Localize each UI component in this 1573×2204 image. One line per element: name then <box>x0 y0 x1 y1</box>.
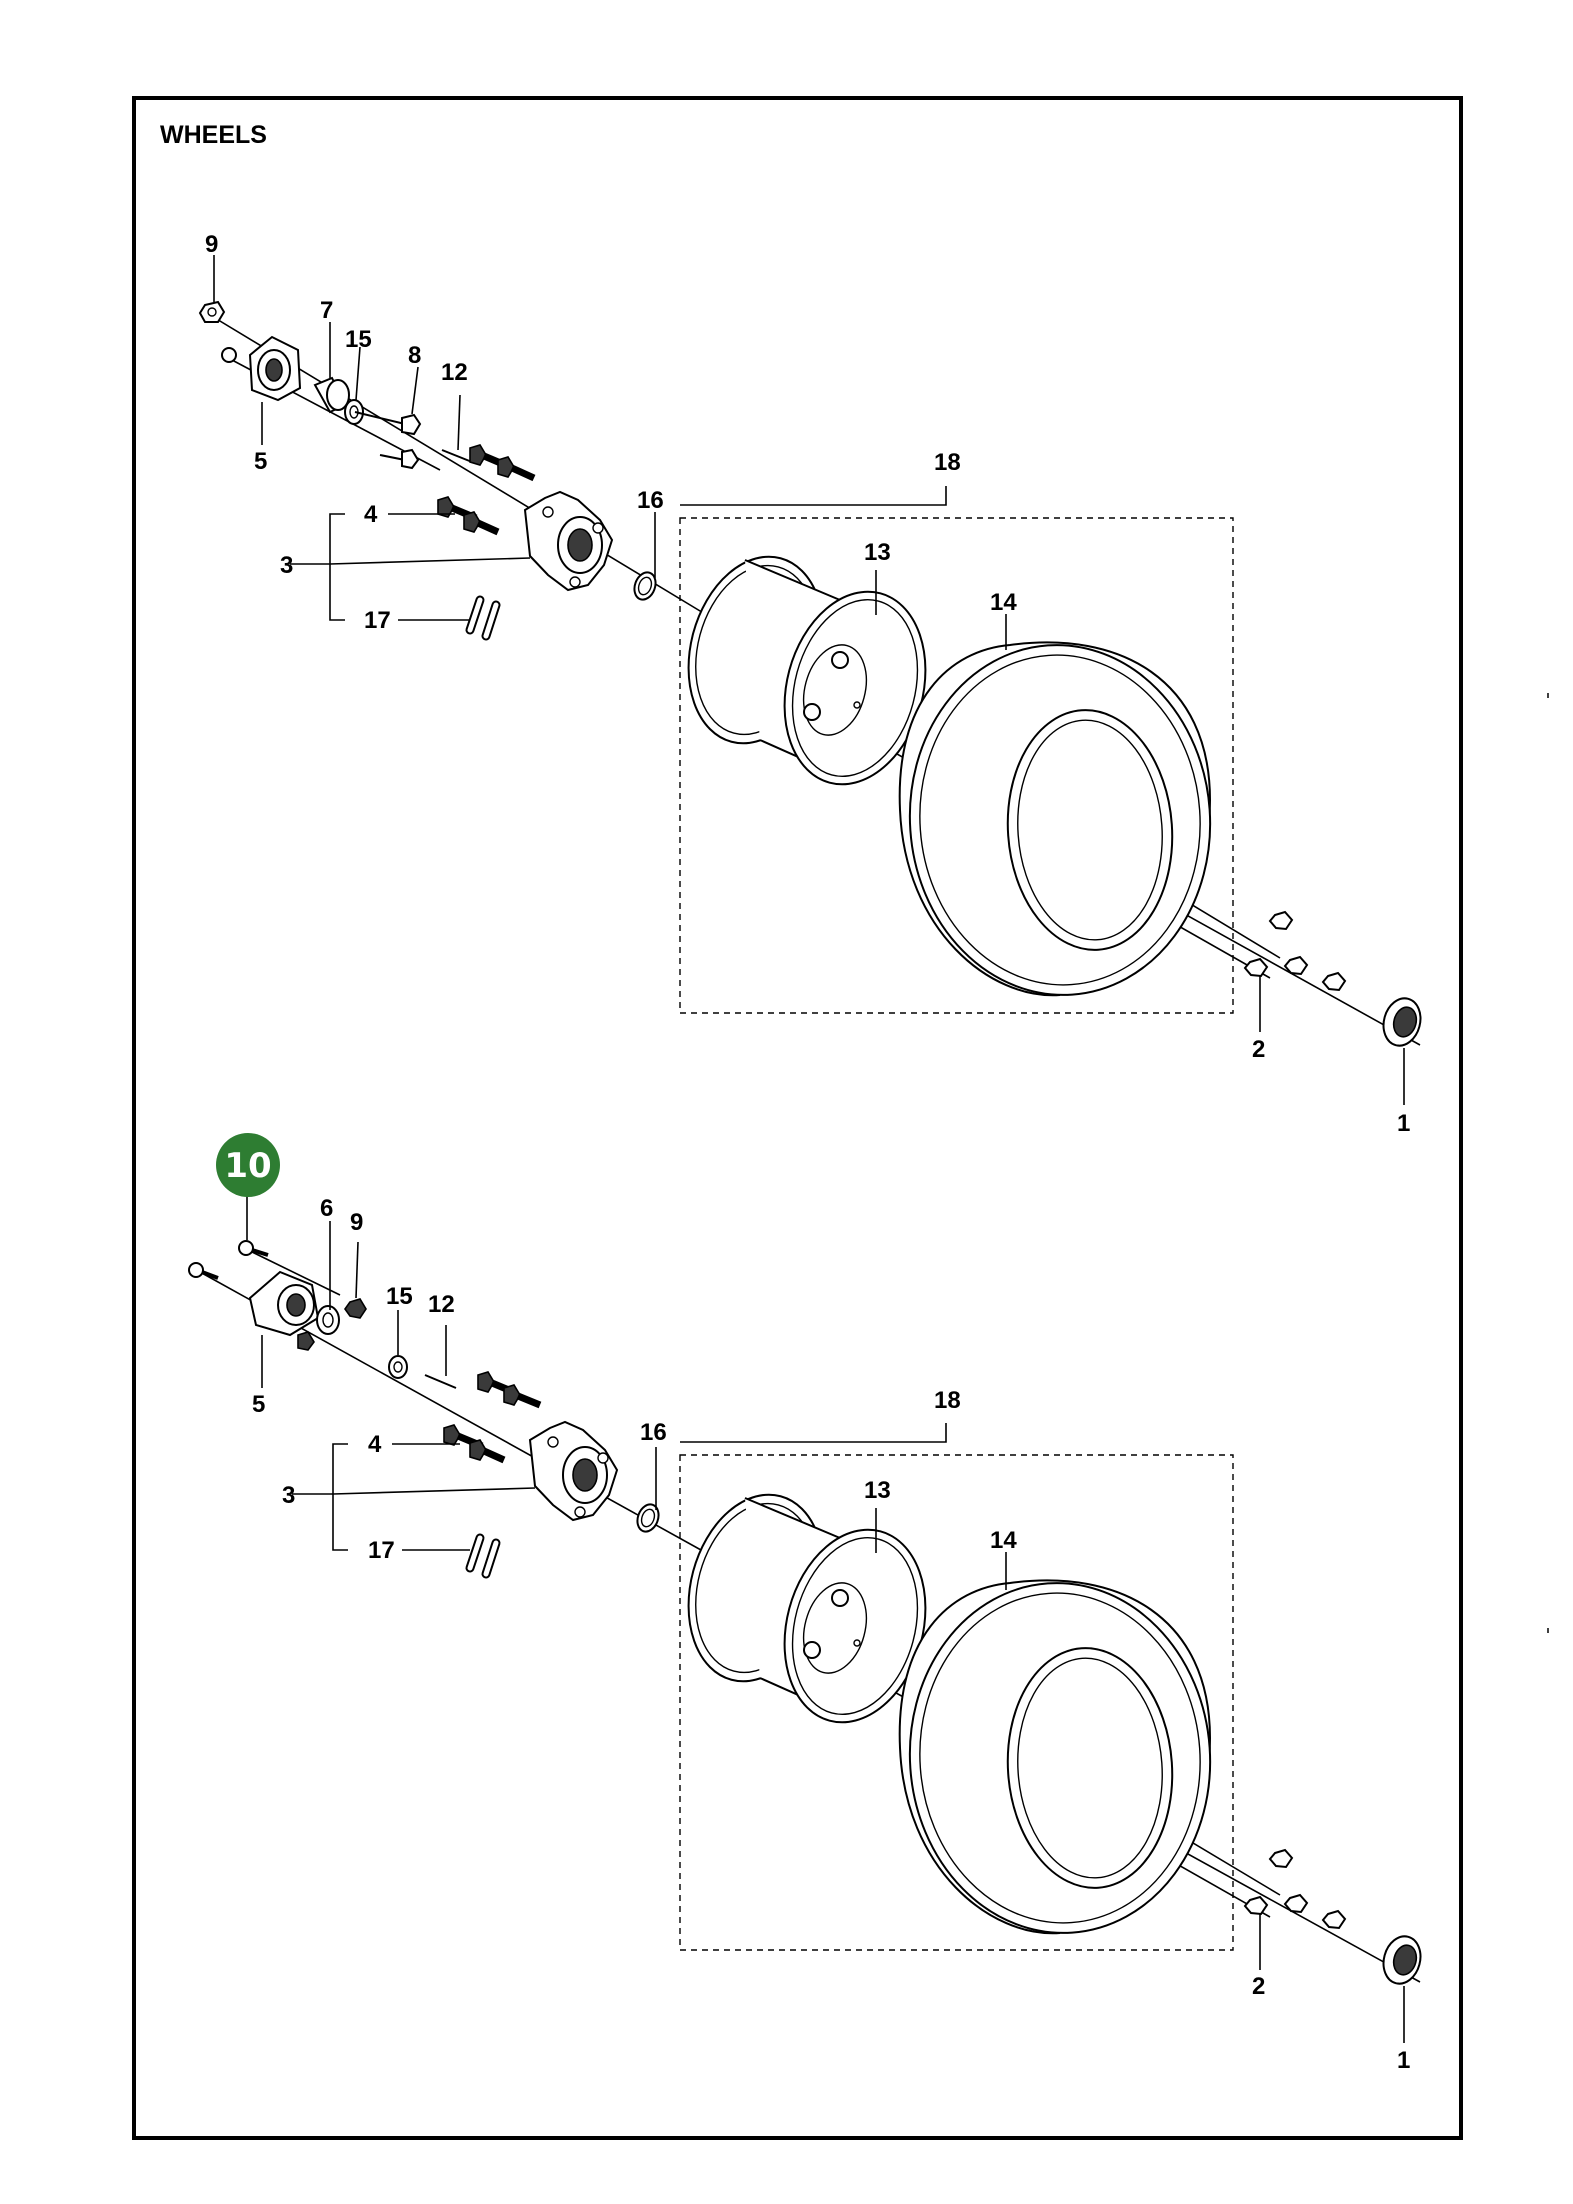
hub-cap-part-1 <box>1382 1935 1422 1985</box>
label-1: 1 <box>1397 2047 1410 2074</box>
label-5: 5 <box>254 448 267 475</box>
highlight-badge-part-10[interactable]: 10 <box>216 1133 280 1197</box>
hub-bolts-part-4 <box>437 444 536 536</box>
snap-ring-part-16 <box>633 571 657 601</box>
bolt-part-10 <box>238 1240 269 1257</box>
top-wheel-assembly: 9 7 15 8 12 5 18 4 16 3 13 14 17 2 1 <box>198 231 1422 1137</box>
label-14: 14 <box>990 1527 1017 1554</box>
washer-part-15 <box>388 1355 408 1379</box>
label-9: 9 <box>205 231 218 258</box>
label-4: 4 <box>368 1431 382 1458</box>
page-frame <box>132 96 1463 2140</box>
rim-part-13 <box>687 1493 927 1724</box>
label-15: 15 <box>386 1283 413 1310</box>
snap-ring-part-16 <box>636 1503 660 1533</box>
hub-bolts-part-4 <box>443 1371 542 1464</box>
bolt-small <box>188 1262 219 1280</box>
rim-part-13 <box>687 555 927 786</box>
label-1: 1 <box>1397 1110 1410 1137</box>
bolt-part-8 <box>354 411 422 470</box>
label-6: 6 <box>320 1195 333 1222</box>
collar-part-6 <box>316 1305 340 1335</box>
nut-part-9 <box>344 1298 367 1319</box>
hub-cap-part-1 <box>1382 997 1422 1047</box>
pin-part-12 <box>424 1374 457 1389</box>
label-16: 16 <box>637 487 664 514</box>
label-12: 12 <box>428 1291 455 1318</box>
spacer-part-7 <box>313 376 350 414</box>
label-9: 9 <box>350 1209 363 1236</box>
lug-nuts-part-2 <box>1243 910 1347 992</box>
label-17: 17 <box>364 607 391 634</box>
wheel-assembly-box-part-18 <box>679 517 1234 1014</box>
label-18: 18 <box>934 1387 961 1414</box>
tire-part-14 <box>898 1579 1212 1935</box>
hub-part-3 <box>528 1420 619 1522</box>
tire-part-14 <box>898 641 1212 997</box>
wheel-assembly-box-part-18 <box>679 1454 1234 1951</box>
label-16: 16 <box>640 1419 667 1446</box>
flange-bearing-part-5 <box>248 335 302 402</box>
label-2: 2 <box>1252 1036 1265 1063</box>
label-17: 17 <box>368 1537 395 1564</box>
diagram-title: WHEELS <box>160 121 267 149</box>
bottom-wheel-assembly: 6 9 15 12 5 18 4 16 13 3 14 17 2 1 <box>188 1195 1422 2074</box>
hub-part-3 <box>523 490 614 592</box>
highlight-badge-circle <box>216 1133 280 1197</box>
washer-part-15 <box>344 399 364 425</box>
label-12: 12 <box>441 359 468 386</box>
label-14: 14 <box>990 589 1017 616</box>
label-5: 5 <box>252 1391 265 1418</box>
label-13: 13 <box>864 1477 891 1504</box>
highlight-badge-label: 10 <box>224 1146 271 1186</box>
label-18: 18 <box>934 449 961 476</box>
nut-part-9 <box>198 300 226 323</box>
pin-part-12 <box>441 449 473 463</box>
label-4: 4 <box>364 501 378 528</box>
label-15: 15 <box>345 326 372 353</box>
label-7: 7 <box>320 297 333 324</box>
wheel-studs-part-17 <box>465 595 501 641</box>
lug-nuts-part-2 <box>1243 1848 1347 1930</box>
bolt-small <box>221 347 237 363</box>
flange-bearing-part-5 <box>248 1270 320 1351</box>
label-2: 2 <box>1252 1973 1265 2000</box>
wheel-studs-part-17 <box>465 1533 501 1579</box>
label-3: 3 <box>280 552 293 579</box>
label-8: 8 <box>408 342 421 369</box>
label-13: 13 <box>864 539 891 566</box>
label-3: 3 <box>282 1482 295 1509</box>
